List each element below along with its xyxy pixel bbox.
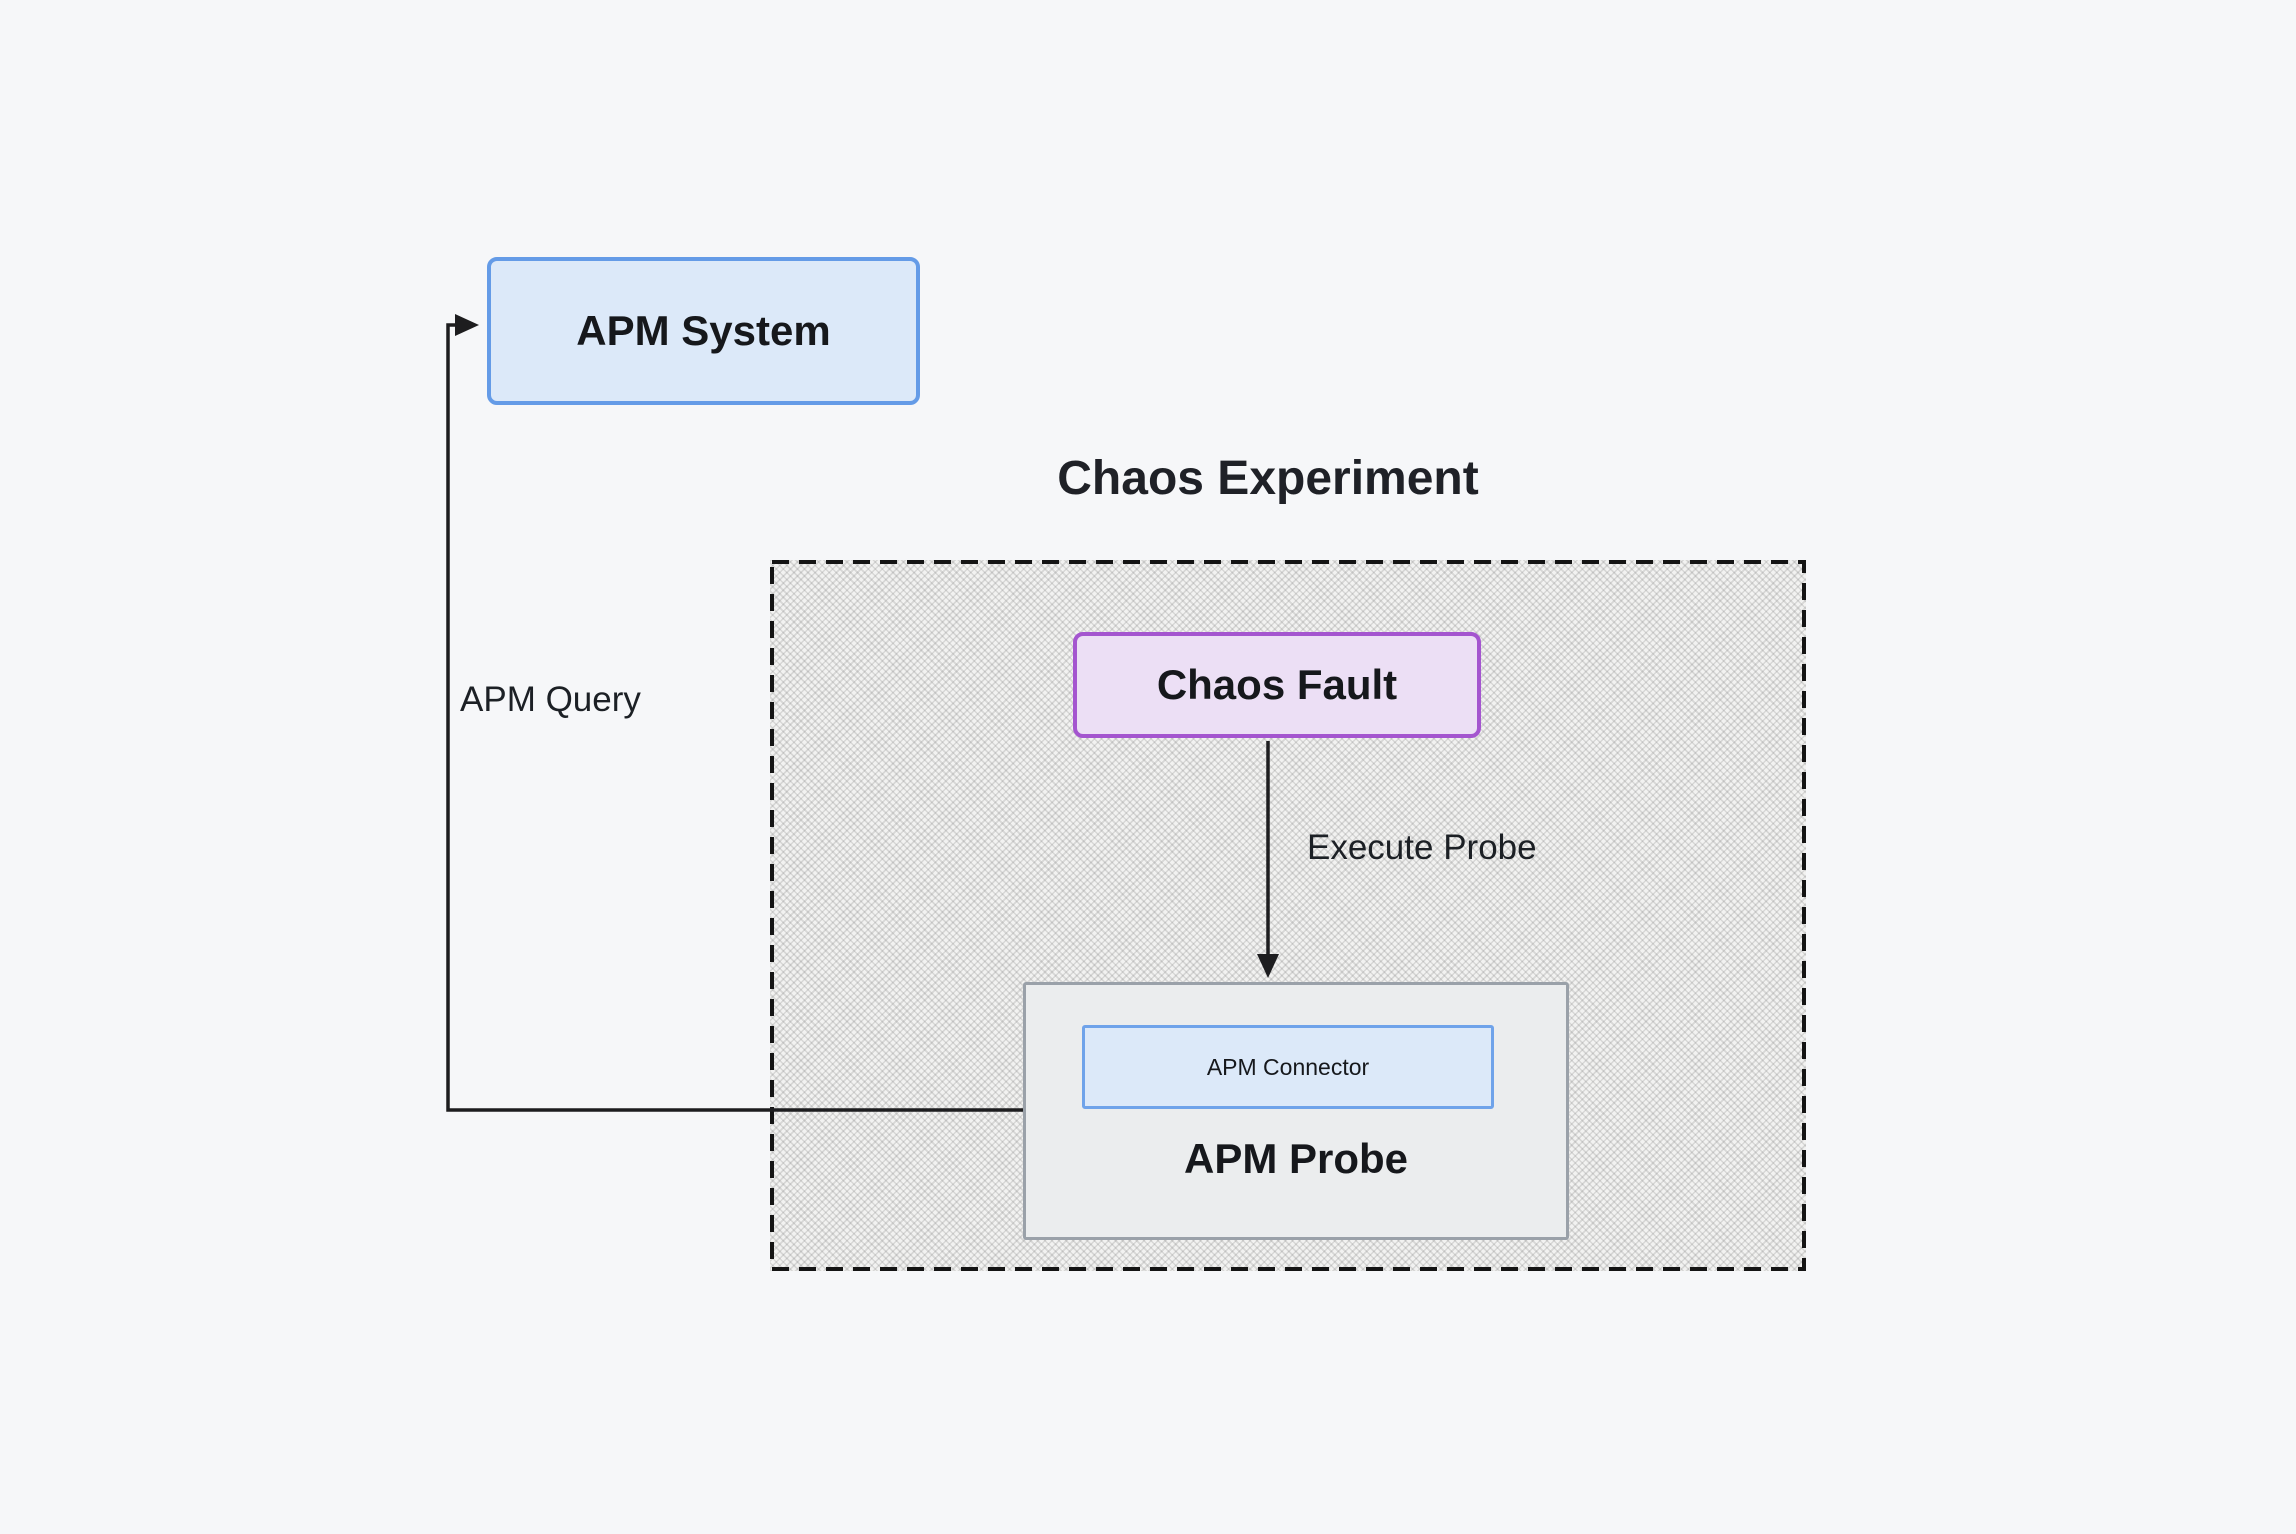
node-chaos-fault: Chaos Fault bbox=[1073, 632, 1481, 738]
diagram-title: Chaos Experiment bbox=[1057, 452, 1479, 505]
edge-label-apm-query: APM Query bbox=[460, 680, 641, 719]
node-apm-connector-label: APM Connector bbox=[1206, 1053, 1370, 1080]
node-apm-system-label: APM System bbox=[576, 307, 831, 354]
node-apm-probe-label: APM Probe bbox=[1183, 1135, 1409, 1182]
edge-label-execute-probe: Execute Probe bbox=[1307, 828, 1537, 867]
node-apm-connector: APM Connector bbox=[1082, 1025, 1494, 1109]
node-apm-probe: APM Connector APM Probe bbox=[1023, 982, 1569, 1240]
node-chaos-fault-label: Chaos Fault bbox=[1156, 661, 1398, 708]
apm-query-arrowhead-icon bbox=[455, 314, 479, 336]
node-apm-system: APM System bbox=[487, 257, 920, 405]
